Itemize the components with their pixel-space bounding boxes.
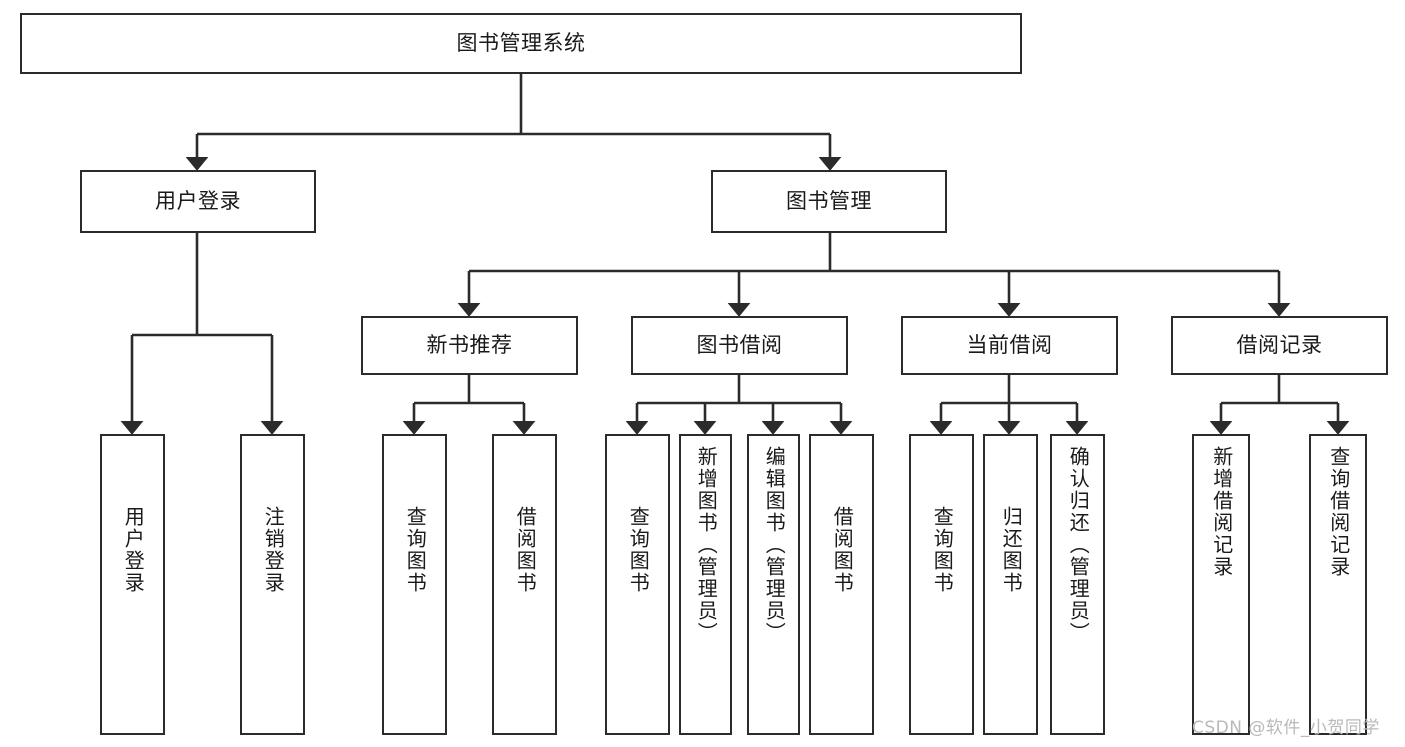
leaf-confirm-return-admin-label: 确认归还（管理员） [1066, 446, 1091, 644]
node-book-borrow[interactable]: 图书借阅 [631, 316, 848, 375]
leaf-return-book[interactable]: 归还图书 [983, 434, 1038, 735]
node-user-login[interactable]: 用户登录 [80, 170, 316, 233]
leaf-user-login[interactable]: 用户登录 [100, 434, 165, 735]
leaf-borrow-book-newbook-label: 借阅图书 [513, 506, 538, 594]
node-book-management[interactable]: 图书管理 [711, 170, 947, 233]
leaf-return-book-label: 归还图书 [999, 506, 1024, 594]
leaf-edit-book-admin-label: 编辑图书（管理员） [762, 446, 787, 644]
leaf-add-book-admin-label: 新增图书（管理员） [694, 446, 719, 644]
leaf-user-login-label: 用户登录 [121, 506, 146, 594]
leaf-query-borrow-record[interactable]: 查询借阅记录 [1309, 434, 1367, 735]
node-book-borrow-label: 图书借阅 [696, 333, 783, 358]
leaf-query-borrow-record-label: 查询借阅记录 [1326, 446, 1351, 578]
csdn-watermark: CSDN @软件_小贺同学 [1192, 718, 1380, 738]
leaf-add-borrow-record[interactable]: 新增借阅记录 [1192, 434, 1250, 735]
leaf-add-book-admin[interactable]: 新增图书（管理员） [679, 434, 732, 735]
leaf-query-book-newbook[interactable]: 查询图书 [382, 434, 447, 735]
leaf-query-book-borrow-label: 查询图书 [626, 506, 651, 594]
node-current-borrow[interactable]: 当前借阅 [901, 316, 1118, 375]
node-new-book-recommend[interactable]: 新书推荐 [361, 316, 578, 375]
node-root[interactable]: 图书管理系统 [20, 13, 1022, 74]
leaf-query-book-borrow[interactable]: 查询图书 [605, 434, 670, 735]
node-new-book-recommend-label: 新书推荐 [426, 333, 513, 358]
leaf-confirm-return-admin[interactable]: 确认归还（管理员） [1050, 434, 1105, 735]
node-user-login-label: 用户登录 [155, 189, 241, 214]
leaf-edit-book-admin[interactable]: 编辑图书（管理员） [747, 434, 800, 735]
leaf-query-book-current-label: 查询图书 [930, 506, 955, 594]
leaf-add-borrow-record-label: 新增借阅记录 [1209, 446, 1234, 578]
node-book-management-label: 图书管理 [786, 189, 872, 214]
node-root-label: 图书管理系统 [456, 31, 586, 56]
leaf-query-book-current[interactable]: 查询图书 [909, 434, 974, 735]
node-borrow-record[interactable]: 借阅记录 [1171, 316, 1388, 375]
leaf-query-book-newbook-label: 查询图书 [403, 506, 428, 594]
leaf-logout[interactable]: 注销登录 [240, 434, 305, 735]
node-current-borrow-label: 当前借阅 [966, 333, 1053, 358]
leaf-logout-label: 注销登录 [261, 506, 286, 594]
leaf-borrow-book[interactable]: 借阅图书 [809, 434, 874, 735]
leaf-borrow-book-label: 借阅图书 [830, 506, 855, 594]
node-borrow-record-label: 借阅记录 [1236, 333, 1323, 358]
leaf-borrow-book-newbook[interactable]: 借阅图书 [492, 434, 557, 735]
